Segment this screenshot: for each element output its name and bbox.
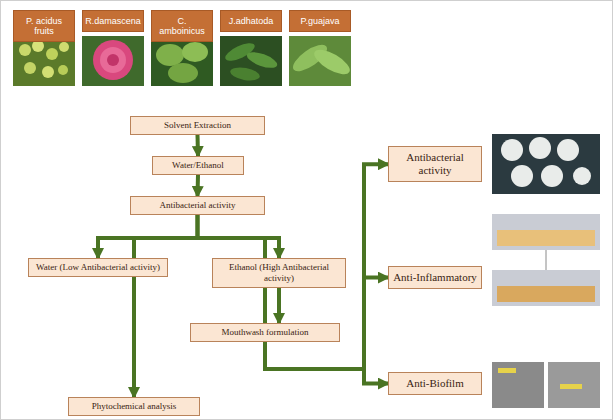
- test-box: Anti-Inflammatory: [388, 266, 482, 289]
- leaf-photo: [289, 36, 353, 86]
- node-text: Antibacterial activity: [393, 151, 477, 177]
- rose-photo: [82, 36, 144, 86]
- petri-dish-photo: [492, 134, 600, 194]
- plant-label: P.guajava: [289, 10, 351, 32]
- plant-label: J.adhatoda: [220, 10, 282, 32]
- node-text: P. acidus fruits: [16, 16, 72, 36]
- node-text: C. amboinicus: [154, 16, 210, 36]
- node-text: Ethanol (High Antibacterial activity): [217, 262, 341, 284]
- node-text: J.adhatoda: [223, 16, 279, 26]
- flow-arrow: [196, 135, 201, 156]
- test-box: Antibacterial activity: [388, 146, 482, 182]
- plant-label: C. amboinicus: [151, 10, 213, 42]
- process-box: Water/Ethanol: [152, 156, 244, 175]
- node-text: Water (Low Antibacterial activity): [33, 262, 163, 273]
- flow-arrow: [196, 175, 201, 196]
- node-text: Anti-Biofilm: [393, 377, 477, 390]
- plant-label: R.damascena: [82, 10, 144, 32]
- node-text: R.damascena: [85, 16, 141, 26]
- test-box: Anti-Biofilm: [388, 372, 482, 395]
- process-box: Solvent Extraction: [130, 116, 265, 135]
- fruit-photo: [13, 36, 75, 86]
- tube-photo: [492, 214, 600, 306]
- biofilm-photo: [492, 362, 600, 408]
- node-text: Anti-Inflammatory: [393, 271, 477, 284]
- result-box: Ethanol (High Antibacterial activity): [212, 258, 346, 288]
- plant-label: P. acidus fruits: [13, 10, 75, 42]
- node-text: Mouthwash formulation: [195, 327, 335, 338]
- node-text: Water/Ethanol: [157, 160, 239, 171]
- node-text: Phytochemical analysis: [73, 401, 195, 412]
- leaf-photo: [220, 36, 282, 86]
- process-box: Phytochemical analysis: [68, 397, 200, 416]
- flow-arrow: [277, 288, 281, 323]
- leaf-photo: [151, 36, 213, 86]
- flow-arrow: [265, 342, 388, 384]
- node-text: Solvent Extraction: [135, 120, 260, 131]
- node-text: Antibacterial activity: [135, 200, 260, 211]
- result-box: Water (Low Antibacterial activity): [28, 258, 168, 277]
- process-box: Mouthwash formulation: [190, 323, 340, 342]
- node-text: P.guajava: [292, 16, 348, 26]
- process-box: Antibacterial activity: [130, 196, 265, 215]
